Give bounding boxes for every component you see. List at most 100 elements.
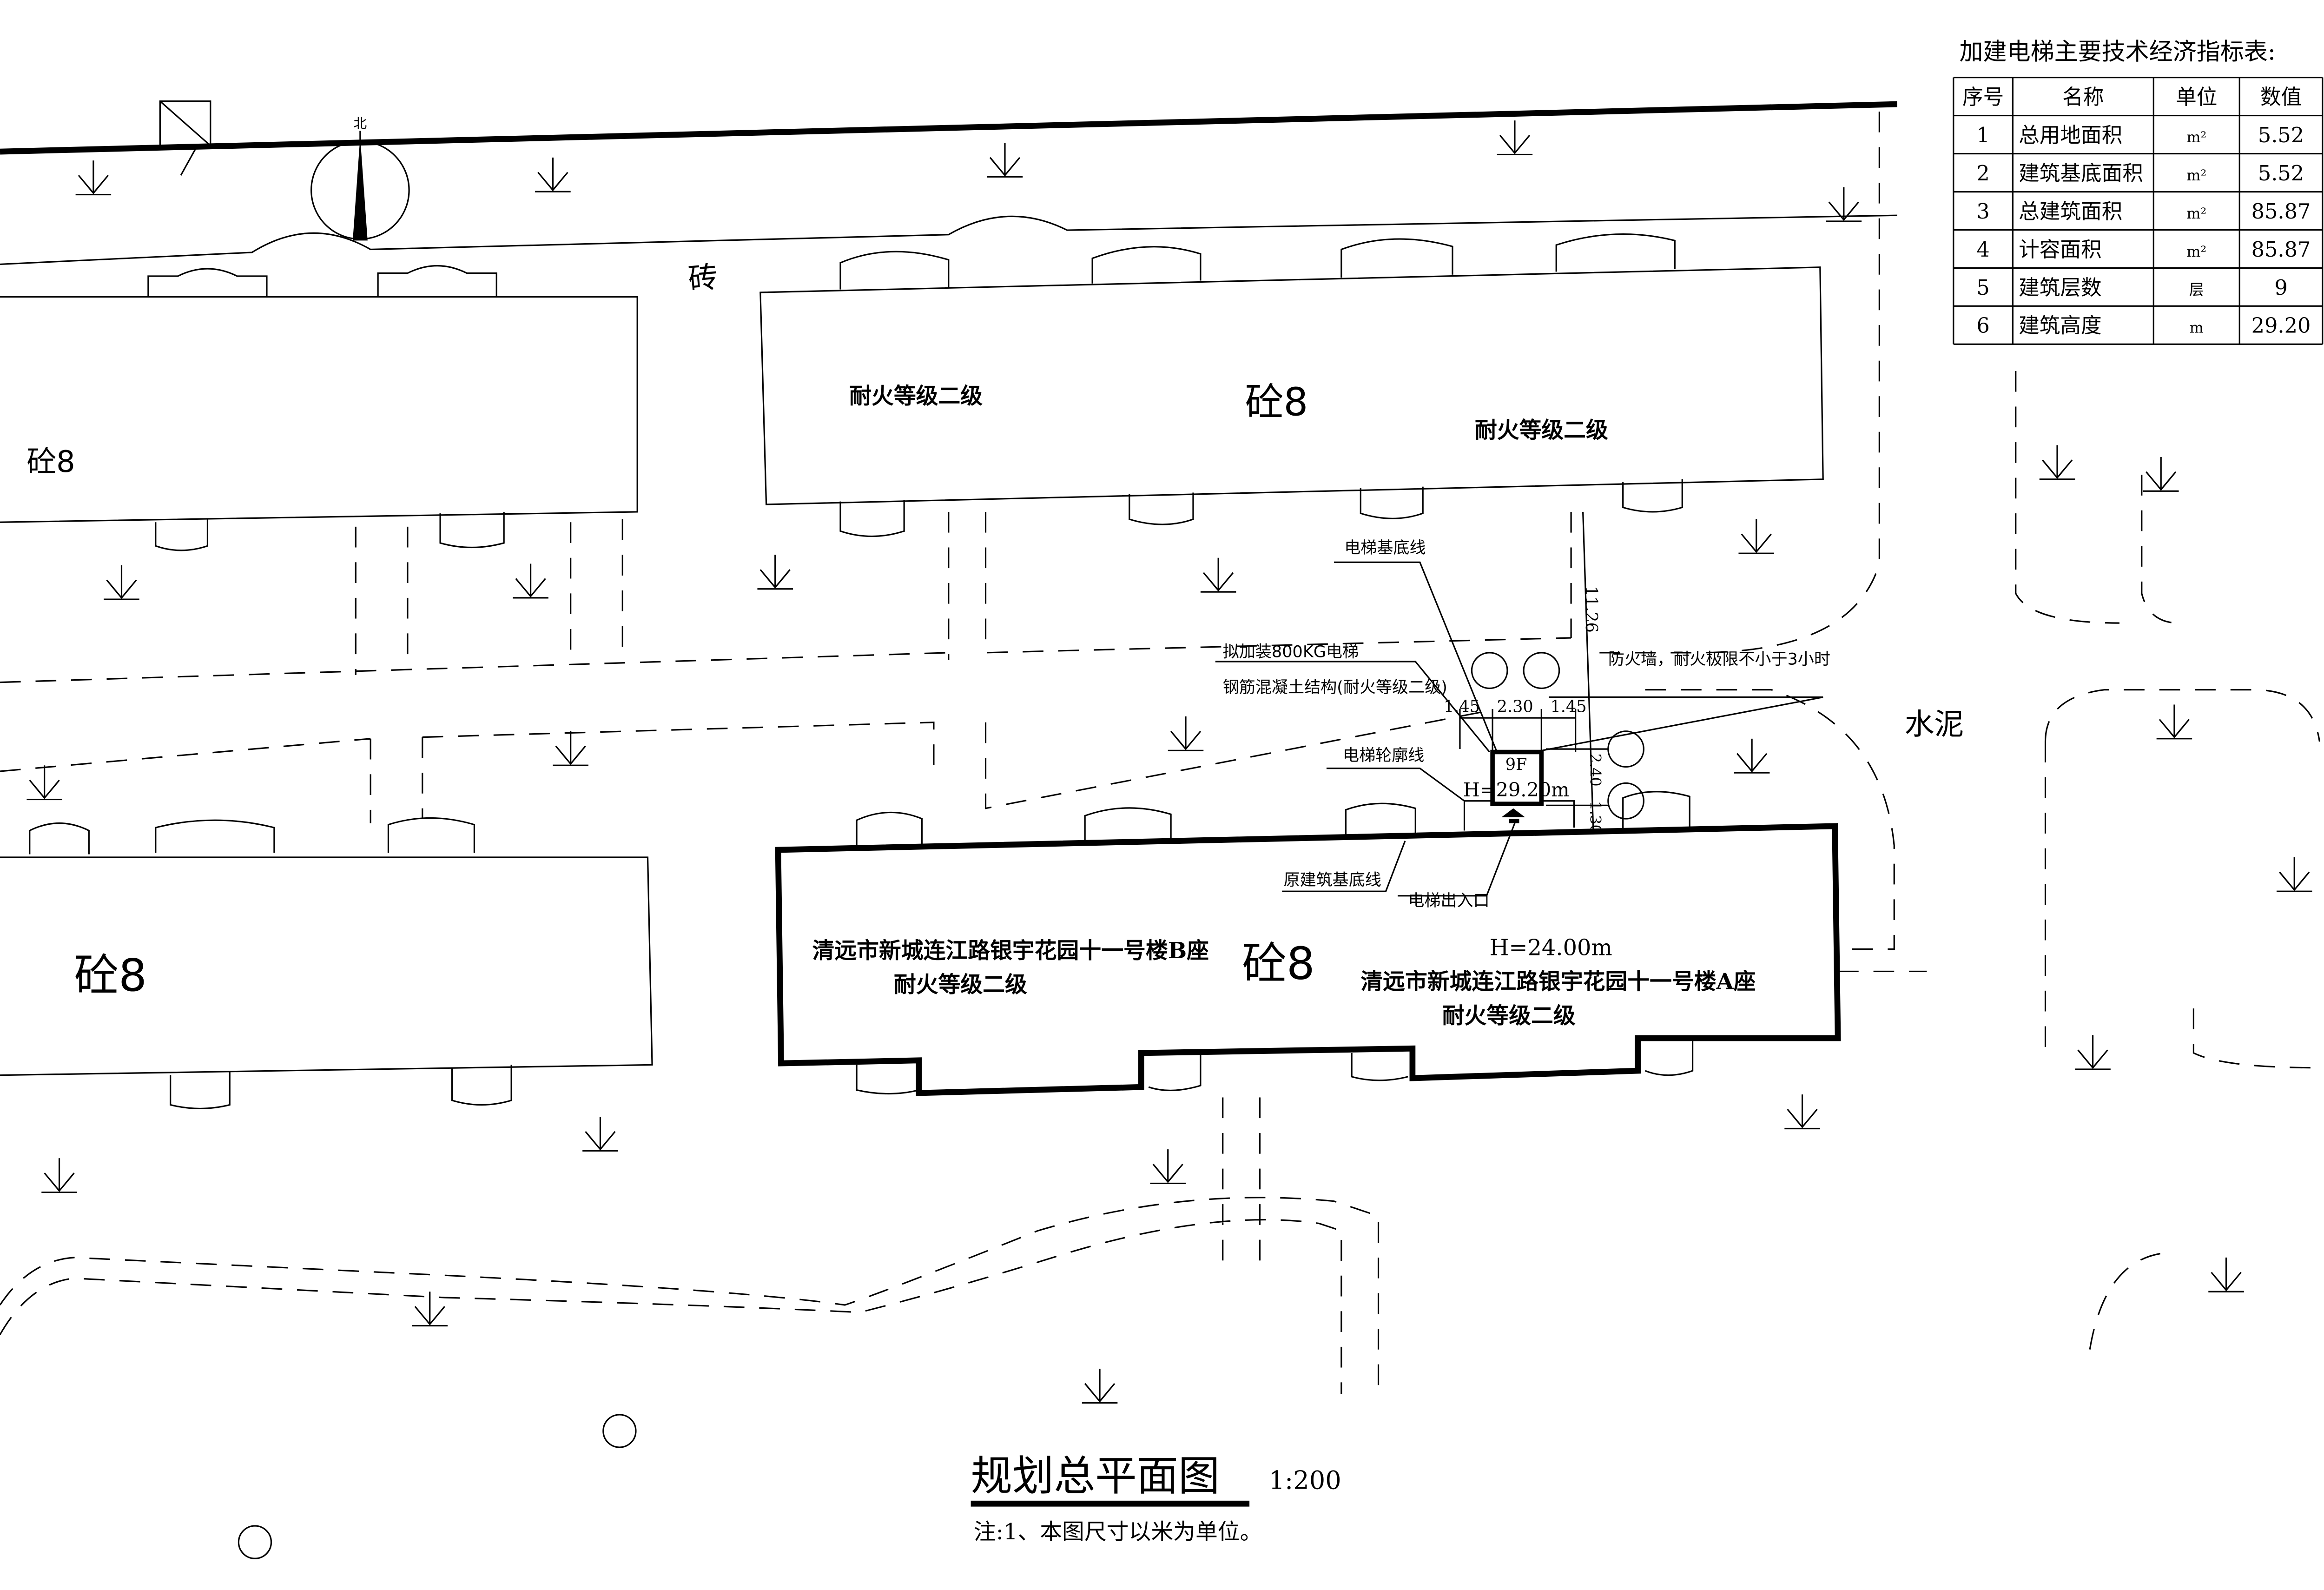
table-cell: 层 [2189,281,2204,298]
building-left-top [0,296,638,523]
table-cell: 85.87 [2251,199,2311,224]
dashed-walkways [0,111,2321,1394]
dimension-5: 2.40 [1587,754,1604,787]
grass-icon [1082,1369,1118,1404]
table-cell: m² [2186,128,2206,146]
elevator-floors: 9F [1505,755,1527,774]
fire-rating-label: 耐火等级二级 [1442,1003,1576,1029]
table-cell: 建筑层数 [2019,276,2102,300]
grass-icon [75,160,112,196]
table-cell: 9 [2274,276,2287,300]
grass-icon [26,765,62,801]
grass-icon [1784,1094,1820,1130]
grass-icon [1150,1149,1186,1185]
annotation-elevator-base-line: 电梯基底线 [1344,538,1426,557]
dimension-1: 1.45 [1444,697,1480,716]
table-header: 序号 [1962,85,2004,109]
table-cell: 总建筑面积 [2019,199,2122,224]
grass-icon [2156,704,2192,740]
annotation-elevator-plan: 拟加装800KG电梯 [1223,642,1359,661]
table-header: 单位 [2176,85,2217,109]
grass-icon [553,731,588,766]
table-cell: 建筑高度 [2019,314,2102,338]
north-arrow-icon: 北 [310,115,410,241]
grass-icon [1200,557,1236,593]
table-cell: 建筑基底面积 [2019,161,2143,186]
annotation-original-base-line: 原建筑基底线 [1283,871,1381,890]
grass-icon [1497,120,1533,156]
grass-icon [2208,1257,2244,1292]
material-label: 砼8 [74,949,147,1001]
grass-icon [2276,857,2312,892]
road-edge [0,214,1897,265]
building-a-height: H=24.00m [1490,935,1612,961]
building-middle-top [759,266,1824,505]
building-b-name: 清远市新城连江路银宇花园十一号楼B座 [812,938,1209,964]
grass-icon [412,1292,448,1327]
drawing-title: 规划总平面图 [971,1452,1220,1501]
elevator-shaft [1490,749,1544,806]
brick-label: 砖 [687,260,720,297]
dimension-4: 11.26 [1582,586,1601,632]
fire-rating-label: 耐火等级二级 [1475,417,1608,444]
elevator-height: H=29.20m [1463,779,1570,801]
fire-rating-label: 耐火等级二级 [849,383,983,409]
dimension-3: 1.45 [1550,697,1586,716]
grass-icon [1738,519,1774,554]
material-label: 砼8 [1245,380,1308,425]
table-header: 名称 [2062,85,2104,109]
drawing-note: 注:1、本图尺寸以米为单位。 [974,1519,1262,1545]
table-header: 数值 [2260,85,2302,109]
table-cell: m² [2186,205,2206,222]
table-title: 加建电梯主要技术经济指标表: [1960,38,2276,66]
gate-symbol [159,100,211,176]
fire-rating-label: 耐火等级二级 [894,972,1027,998]
grass-icon [757,555,793,590]
building-main [775,823,1841,1096]
table-cell: 5.52 [2258,123,2304,147]
entrance-arrow-icon [1501,808,1525,817]
site-boundary-line [0,101,1897,155]
table-cell: 计容面积 [2019,238,2102,262]
grass-icon [987,142,1023,178]
building-left-lower [0,856,653,1076]
table-cell: 6 [1976,314,1989,338]
material-label: 砼8 [1242,937,1315,989]
table-cell: 29.20 [2251,314,2311,338]
trees [238,652,1644,1559]
grass-icon [1734,738,1770,774]
dimension-6: 1.30 [1587,801,1604,834]
table-cell: 4 [1976,238,1989,262]
grass-icon [535,157,571,192]
indicator-table: 加建电梯主要技术经济指标表: 序号 名称 单位 数值 1 总用地面积 m² 5.52 2 建筑基底… [1953,38,2324,345]
building-a-name: 清远市新城连江路银宇花园十一号楼A座 [1360,969,1756,995]
north-label: 北 [354,115,367,131]
table-cell: 5.52 [2258,161,2304,186]
annotation-fire-wall: 防火墙，耐火极限不小于3小时 [1608,649,1830,669]
grass-icon [2039,445,2075,480]
grass-icon [582,1116,618,1152]
grass-icon [513,563,548,599]
table-cell: 5 [1976,276,1989,300]
table-cell: m² [2186,243,2206,260]
drawing-scale: 1:200 [1269,1465,1341,1495]
table-cell: 1 [1976,123,1989,147]
table-cell: m² [2186,166,2206,184]
annotation-structure: 钢筋混凝土结构(耐火等级二级) [1223,678,1447,697]
grass-icon [41,1158,77,1193]
table-cell: m [2190,319,2204,337]
table-cell: 3 [1976,199,1989,224]
annotation-elevator-entrance: 电梯出入口 [1408,891,1489,910]
grass-icon [2143,457,2179,492]
grass-icon [104,565,139,600]
table-cell: 2 [1976,161,1989,186]
grass-icon [1168,716,1204,751]
dimension-2: 2.30 [1497,697,1533,716]
grass-symbols [26,120,2312,1404]
grass-icon [1826,187,1862,222]
cement-label: 水泥 [1905,707,1964,742]
material-label: 砼8 [26,445,75,479]
table-cell: 总用地面积 [2019,123,2122,147]
annotation-elevator-outline: 电梯轮廓线 [1343,746,1424,765]
